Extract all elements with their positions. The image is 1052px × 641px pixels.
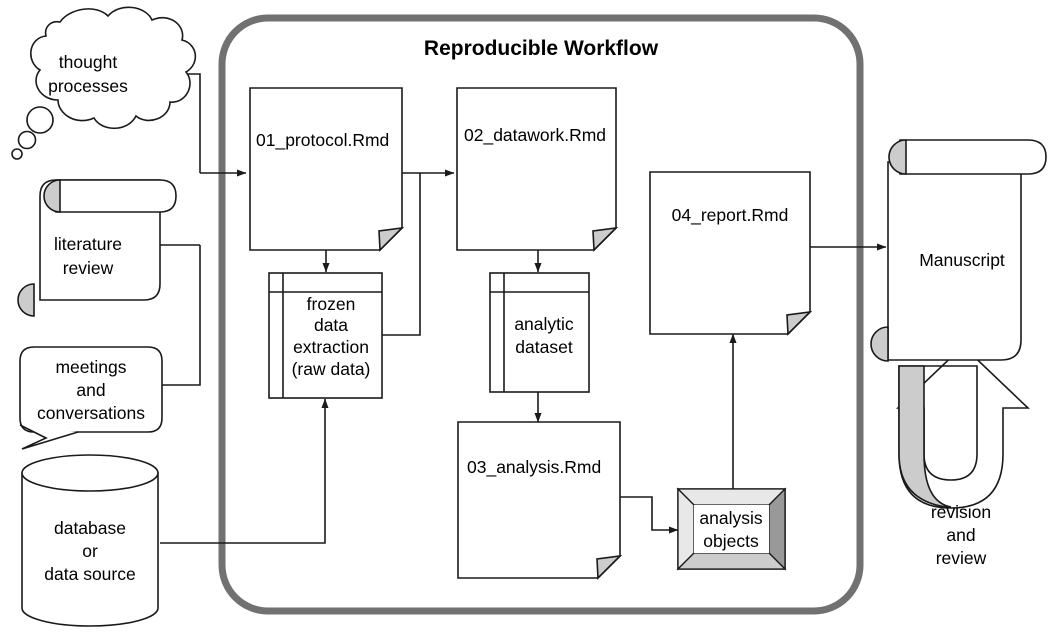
callout-zigzag-tail (19, 424, 79, 450)
thought-processes-label-line1: thought (59, 52, 118, 72)
manuscript-body (887, 161, 1022, 361)
reproducible-workflow-boundary: Reproducible Workflow (218, 14, 864, 615)
object-analysis-objects: analysis objects (676, 487, 787, 571)
datastore-frozen-data-extraction: frozen data extraction (raw data) (268, 272, 383, 399)
input-literature-review: literature review (17, 179, 177, 317)
callout-body (19, 346, 163, 433)
boundary-rounded-rect (218, 14, 864, 615)
doc4-body (649, 171, 811, 335)
manuscript-bottom-curl (870, 326, 889, 362)
doc2-label: 02_datawork.Rmd (464, 125, 606, 146)
doc3-folded-corner (596, 554, 623, 580)
manuscript-top-roll (899, 139, 1047, 175)
doc2-folded-corner (592, 226, 619, 252)
page-title: Reproducible Workflow (424, 37, 659, 60)
cube-face (694, 505, 769, 553)
edge-analysis-to-objects (620, 496, 679, 534)
cloud-bubble-medium (17, 130, 37, 150)
analytic-storage-body (489, 272, 590, 393)
frozen-storage-body (268, 272, 383, 399)
database-label-line2: or (82, 541, 98, 561)
manuscript-top-curl (888, 139, 907, 175)
revision-label-line3: review (936, 548, 987, 568)
doc4-label: 04_report.Rmd (672, 205, 789, 226)
doc2-body (456, 87, 617, 251)
literature-scroll-top-roll (55, 179, 177, 213)
output-manuscript: Manuscript (870, 139, 1047, 362)
analysis-objects-label-line1: analysis (699, 508, 762, 528)
thought-processes-label-line2: processes (48, 76, 128, 96)
cube-bevel-top (676, 488, 787, 506)
uturn-arrow-shaded-band (898, 365, 952, 508)
input-meetings-and-conversations: meetings and conversations (19, 346, 163, 450)
frozen-label-line2: data (314, 315, 348, 335)
doc3-label: 03_analysis.Rmd (467, 457, 601, 478)
literature-scroll-top-curl (43, 179, 61, 213)
document-02-datawork: 02_datawork.Rmd (456, 87, 619, 252)
output-revision-and-review: revision and review (896, 344, 1030, 568)
document-04-report: 04_report.Rmd (649, 171, 813, 336)
doc1-body (249, 87, 403, 251)
frozen-label-line3: extraction (293, 337, 369, 357)
doc1-folded-corner (378, 226, 405, 252)
document-03-analysis: 03_analysis.Rmd (457, 421, 623, 580)
input-thought-processes: thought processes (11, 6, 197, 160)
manuscript-label: Manuscript (919, 250, 1005, 270)
cylinder-top-ellipse (21, 454, 159, 492)
connector-layer (142, 73, 887, 544)
database-label-line3: data source (44, 564, 135, 584)
cloud-bubble-small (11, 148, 23, 160)
doc3-body (457, 421, 621, 579)
literature-review-label-line1: literature (54, 234, 122, 254)
cloud-bubble-large (26, 106, 54, 134)
analysis-objects-label-line2: objects (703, 531, 759, 551)
edge-database-to-frozen (160, 398, 329, 544)
meetings-label-line2: and (76, 380, 105, 400)
cylinder-body (21, 472, 159, 627)
literature-scroll-bottom-curl (17, 283, 35, 317)
edge-frozen-to-datawork (382, 173, 421, 336)
revision-label-line2: and (946, 525, 975, 545)
uturn-arrow-outline (896, 344, 1030, 509)
document-01-protocol: 01_protocol.Rmd (249, 87, 405, 252)
analytic-label-line2: dataset (515, 337, 573, 357)
database-label-line1: database (54, 518, 126, 538)
input-database-or-data-source: database or data source (21, 454, 159, 627)
literature-review-label-line2: review (63, 258, 114, 278)
revision-label-line1: revision (931, 502, 991, 522)
doc1-label: 01_protocol.Rmd (256, 130, 389, 151)
meetings-label-line1: meetings (55, 357, 126, 377)
doc4-folded-corner (786, 310, 813, 336)
analytic-label-line1: analytic (514, 314, 574, 334)
frozen-label-line4: (raw data) (292, 359, 371, 379)
edge-meetings-to-trunk (162, 245, 201, 386)
datastore-analytic-dataset: analytic dataset (489, 272, 590, 393)
cube-bevel-bottom (676, 552, 787, 570)
meetings-label-line3: conversations (37, 403, 145, 423)
frozen-label-line1: frozen (307, 294, 356, 314)
cloud-shape (30, 6, 197, 130)
